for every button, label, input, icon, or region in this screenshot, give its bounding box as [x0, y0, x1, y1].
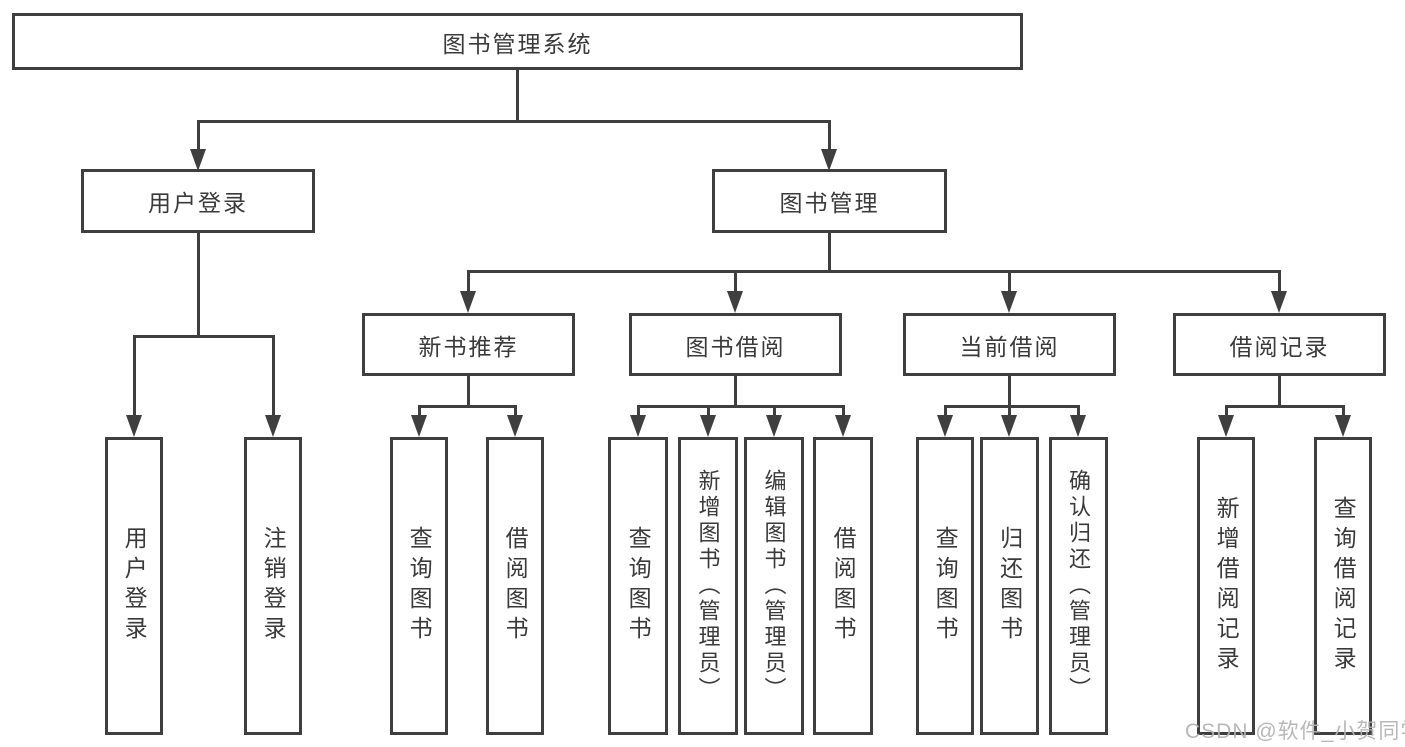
- node-new-book-recommend-label: 新书推荐: [418, 333, 519, 360]
- leaf-logout-label: 注销登录: [260, 526, 287, 646]
- arrowhead-down-icon: [507, 415, 523, 437]
- connector-stem: [772, 407, 776, 418]
- arrowhead-down-icon: [1070, 415, 1086, 437]
- arrowhead-down-icon: [835, 415, 851, 437]
- leaf-add-books-admin-label: 新增图书（管理员）: [695, 469, 721, 703]
- arrowhead-down-icon: [1335, 415, 1351, 437]
- leaf-return-books: 归还图书: [980, 437, 1039, 735]
- node-book-management-label: 图书管理: [779, 190, 880, 216]
- leaf-confirm-return-admin-label: 确认归还（管理员）: [1066, 469, 1092, 703]
- arrowhead-down-icon: [700, 415, 716, 437]
- connector-stem: [827, 121, 831, 152]
- leaf-return-books-label: 归还图书: [996, 526, 1023, 646]
- node-current-borrowing-label: 当前借阅: [959, 333, 1060, 360]
- connector-stem: [1224, 407, 1228, 418]
- arrowhead-down-icon: [190, 149, 206, 171]
- connector-stem: [513, 407, 517, 418]
- connector-stem: [1007, 407, 1011, 418]
- arrowhead-down-icon: [821, 149, 837, 171]
- arrowhead-down-icon: [460, 291, 476, 313]
- leaf-borrow-books-borrowing: 借阅图书: [813, 437, 873, 735]
- connector-stem: [132, 337, 136, 418]
- connector-bar: [1224, 405, 1345, 408]
- node-current-borrowing: 当前借阅: [903, 313, 1116, 376]
- leaf-query-books-recommend: 查询图书: [390, 437, 448, 735]
- connector-stem: [1007, 272, 1011, 294]
- connector-bar: [943, 405, 1080, 408]
- connector-stem: [636, 407, 640, 418]
- connector-stem: [466, 272, 470, 294]
- connector-stem: [706, 407, 710, 418]
- node-new-book-recommend: 新书推荐: [362, 313, 575, 376]
- connector-stem: [943, 407, 947, 418]
- connector-bar: [132, 335, 275, 338]
- node-borrowing-records-label: 借阅记录: [1229, 333, 1330, 360]
- connector-stem: [466, 376, 470, 407]
- connector-stem: [271, 337, 275, 418]
- leaf-borrow-books-recommend: 借阅图书: [486, 437, 544, 735]
- node-library-system: 图书管理系统: [12, 13, 1023, 70]
- leaf-query-books-borrowing: 查询图书: [608, 437, 668, 735]
- watermark: CSDN @软件_小贺同学: [1185, 720, 1405, 743]
- leaf-query-books-current-label: 查询图书: [932, 526, 959, 646]
- leaf-add-borrow-record-label: 新增借阅记录: [1213, 496, 1240, 676]
- connector-bar: [466, 270, 1281, 273]
- leaf-logout: 注销登录: [244, 437, 302, 735]
- connector-stem: [733, 272, 737, 294]
- connector-stem: [1277, 376, 1281, 407]
- arrowhead-down-icon: [1001, 415, 1017, 437]
- connector-stem: [1277, 272, 1281, 294]
- arrowhead-down-icon: [1271, 291, 1287, 313]
- arrowhead-down-icon: [727, 291, 743, 313]
- connector-bar: [417, 405, 517, 408]
- connector-stem: [827, 233, 831, 272]
- arrowhead-down-icon: [126, 415, 142, 437]
- connector-stem: [417, 407, 421, 418]
- arrowhead-down-icon: [937, 415, 953, 437]
- leaf-add-borrow-record: 新增借阅记录: [1197, 437, 1255, 735]
- connector-stem: [733, 376, 737, 407]
- node-user-login-label: 用户登录: [148, 190, 248, 216]
- connector-stem: [1076, 407, 1080, 418]
- node-book-management: 图书管理: [712, 169, 947, 233]
- leaf-borrow-books-recommend-label: 借阅图书: [502, 526, 529, 646]
- node-book-borrowing-label: 图书借阅: [685, 333, 786, 360]
- leaf-confirm-return-admin: 确认归还（管理员）: [1049, 437, 1108, 735]
- leaf-add-books-admin: 新增图书（管理员）: [678, 437, 738, 735]
- leaf-query-books-current: 查询图书: [916, 437, 974, 735]
- node-library-system-label: 图书管理系统: [442, 30, 593, 57]
- leaf-edit-books-admin: 编辑图书（管理员）: [744, 437, 804, 735]
- arrowhead-down-icon: [1001, 291, 1017, 313]
- arrowhead-down-icon: [1218, 415, 1234, 437]
- leaf-borrow-books-borrowing-label: 借阅图书: [830, 526, 857, 646]
- connector-stem: [515, 70, 519, 121]
- connector-stem: [196, 233, 200, 337]
- leaf-query-borrow-record-label: 查询借阅记录: [1330, 496, 1357, 676]
- leaf-edit-books-admin-label: 编辑图书（管理员）: [761, 469, 787, 703]
- leaf-query-books-borrowing-label: 查询图书: [625, 526, 652, 646]
- arrowhead-down-icon: [630, 415, 646, 437]
- connector-stem: [1341, 407, 1345, 418]
- arrowhead-down-icon: [766, 415, 782, 437]
- leaf-query-books-recommend-label: 查询图书: [406, 526, 433, 646]
- connector-stem: [1007, 376, 1011, 407]
- arrowhead-down-icon: [265, 415, 281, 437]
- connector-bar: [196, 120, 831, 123]
- leaf-query-borrow-record: 查询借阅记录: [1314, 437, 1372, 735]
- node-book-borrowing: 图书借阅: [629, 313, 842, 376]
- node-user-login: 用户登录: [81, 169, 315, 233]
- arrowhead-down-icon: [411, 415, 427, 437]
- connector-stem: [196, 121, 200, 152]
- leaf-user-login: 用户登录: [105, 437, 163, 735]
- connector-bar: [636, 405, 845, 408]
- leaf-user-login-label: 用户登录: [121, 526, 148, 646]
- connector-stem: [841, 407, 845, 418]
- node-borrowing-records: 借阅记录: [1173, 313, 1386, 376]
